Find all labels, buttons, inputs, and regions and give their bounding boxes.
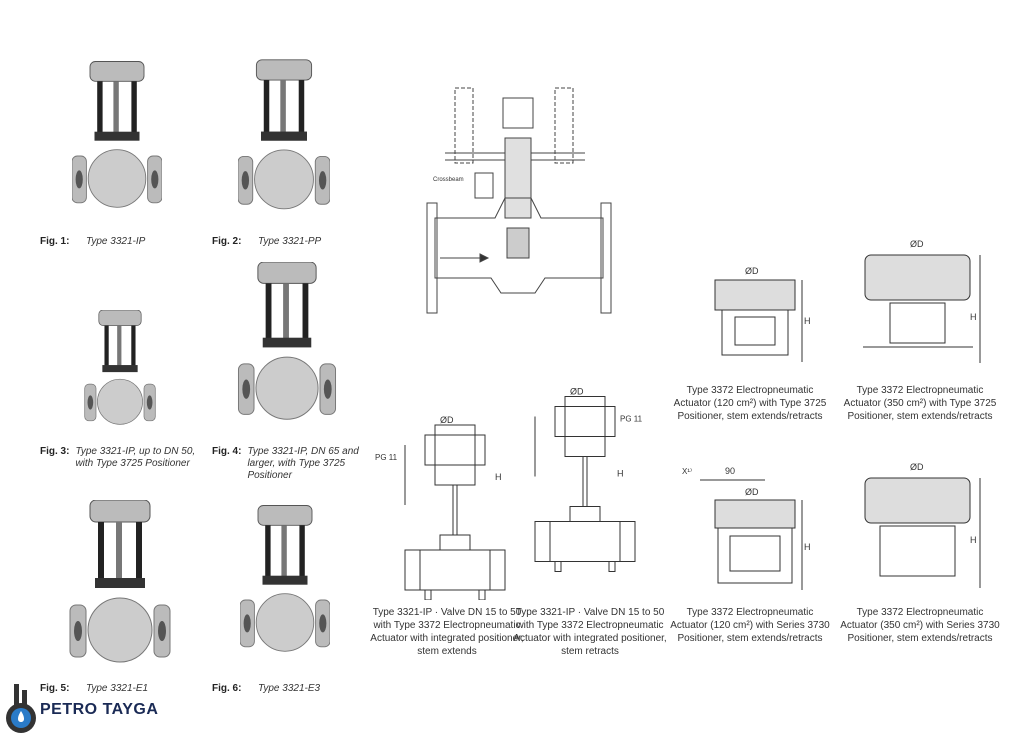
dim-diameter: ØD — [910, 239, 924, 249]
logo-text: PETRO TAYGA — [40, 701, 159, 718]
valve-photo-fig4 — [237, 262, 337, 420]
fig-text: Type 3321-IP, up to DN 50, with Type 372… — [75, 446, 196, 469]
diagram-caption: Type 3372 Electropneumatic Actuator (350… — [840, 607, 1000, 644]
dim-diameter: ØD — [910, 462, 924, 472]
diagram-stem-extends: ØD H PG 11 — [375, 415, 506, 600]
diagram-caption: Type 3321-IP · Valve DN 15 to 50 with Ty… — [370, 607, 524, 657]
diagram-caption: Type 3372 Electropneumatic Actuator (350… — [843, 385, 997, 422]
dim-height: H — [970, 535, 977, 545]
dim-height: H — [970, 312, 977, 322]
valve-cross-section: Crossbeam — [426, 87, 612, 314]
diagram-caption: Type 3372 Electropneumatic Actuator (120… — [673, 385, 827, 422]
crossbeam-label: Crossbeam — [433, 177, 464, 183]
dim-port: PG 11 — [375, 453, 398, 462]
fig-label: Fig. 3: — [40, 446, 70, 457]
fig-text: Type 3321-PP — [258, 236, 322, 247]
dim-port: PG 11 — [620, 415, 643, 424]
valve-photo-fig5 — [69, 500, 171, 663]
valve-photo-fig2 — [238, 59, 330, 210]
diagram-stem-retracts: ØD H PG 11 — [534, 387, 643, 572]
valve-photo-fig3 — [84, 310, 156, 425]
dim-height: H — [804, 542, 811, 552]
company-logo: PETRO TAYGA — [2, 684, 158, 736]
dim-diameter: ØD — [440, 415, 454, 425]
fig-text: Type 3321-E1 — [86, 683, 149, 694]
diagram-caption: Type 3372 Electropneumatic Actuator (120… — [670, 607, 830, 644]
diagram-caption: Type 3321-IP · Valve DN 15 to 50 with Ty… — [513, 607, 667, 657]
caption-fig3: Fig. 3: Type 3321-IP, up to DN 50, with T… — [40, 446, 205, 470]
caption-fig4: Fig. 4: Type 3321-IP, DN 65 and larger, w… — [212, 446, 367, 482]
diagram-actuator-350-3730: ØD H — [864, 462, 981, 588]
fig-label: Fig. 6: — [212, 683, 242, 694]
caption-fig6: Fig. 6: Type 3321-E3 — [212, 683, 320, 695]
gear-drop-icon — [6, 684, 36, 733]
fig-label: Fig. 1: — [40, 236, 70, 247]
fig-label: Fig. 5: — [40, 683, 70, 694]
fig-text: Type 3321-IP — [86, 236, 146, 247]
diagram-actuator-120-3725: ØD H — [714, 266, 811, 362]
diagram-actuator-350-3725: ØD H — [863, 239, 981, 363]
dim-height: H — [495, 472, 502, 482]
fig-label: Fig. 4: — [212, 446, 242, 457]
caption-fig5: Fig. 5: Type 3321-E1 — [40, 683, 148, 695]
dim-offset: X¹⁾ — [682, 467, 692, 476]
dim-diameter: ØD — [570, 387, 584, 397]
fig-text: Type 3321-E3 — [258, 683, 321, 694]
valve-photo-fig1 — [72, 61, 162, 208]
valve-photo-fig6 — [240, 505, 330, 652]
diagram-actuator-120-3730: X¹⁾ 90 ØD H — [682, 466, 811, 590]
dim-diameter: ØD — [745, 487, 759, 497]
dim-height: H — [617, 469, 624, 479]
dim-diameter: ØD — [745, 266, 759, 276]
fig-label: Fig. 2: — [212, 236, 242, 247]
dim-distance: 90 — [725, 466, 735, 476]
caption-fig1: Fig. 1: Type 3321-IP — [40, 236, 145, 248]
caption-fig2: Fig. 2: Type 3321-PP — [212, 236, 321, 248]
fig-text: Type 3321-IP, DN 65 and larger, with Typ… — [247, 446, 359, 481]
dim-height: H — [804, 316, 811, 326]
